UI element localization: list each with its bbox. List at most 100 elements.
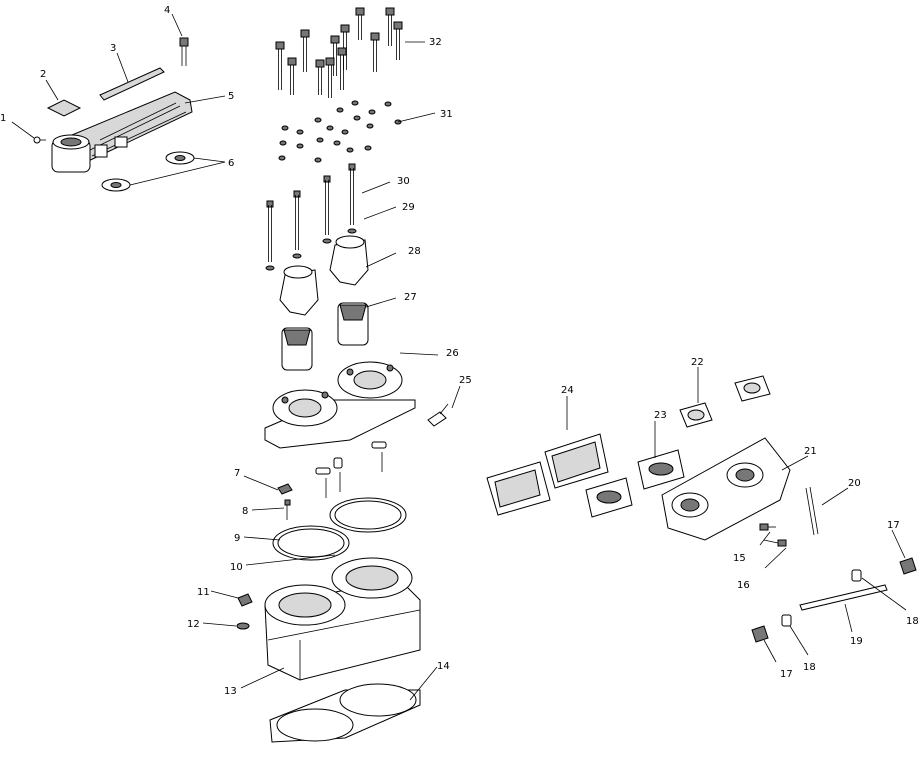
callout-26: 26 <box>446 348 459 359</box>
washer <box>281 125 289 131</box>
leader-lines <box>11 13 907 701</box>
washer <box>336 107 344 113</box>
callout-25: 25 <box>459 375 472 386</box>
washer <box>316 137 324 143</box>
callout-8: 8 <box>242 506 248 517</box>
gasket-strip-part-3 <box>99 67 165 101</box>
callout-18-lower: 18 <box>803 662 816 673</box>
hose-part-19 <box>799 584 888 611</box>
head-bolt <box>337 47 347 90</box>
callout-16: 16 <box>737 580 750 591</box>
bolt-part-16 <box>763 539 787 547</box>
callout-12: 12 <box>187 619 200 630</box>
washer <box>314 117 322 123</box>
flange-gasket-part-6 <box>101 151 195 192</box>
washer <box>296 143 304 149</box>
washer <box>341 129 349 135</box>
callout-32: 32 <box>429 37 442 48</box>
stud <box>347 163 357 234</box>
intake-gasket-part-22 <box>679 375 771 428</box>
valve-housing-part-28 <box>279 235 369 316</box>
cylinder-head-part-26 <box>264 361 416 449</box>
callout-3: 3 <box>110 43 116 54</box>
head-gasket-part-10 <box>272 525 350 561</box>
head-bolt <box>370 32 380 72</box>
washers-part-31 <box>278 100 402 163</box>
callout-28: 28 <box>408 246 421 257</box>
washer <box>384 101 392 107</box>
head-bolt <box>385 7 395 46</box>
intake-spacer-part-23 <box>585 449 685 518</box>
bolt-part-15 <box>759 523 776 531</box>
callout-17-upper: 17 <box>887 520 900 531</box>
callout-10: 10 <box>230 562 243 573</box>
washer <box>296 129 304 135</box>
head-bolt <box>330 35 340 76</box>
head-bolt <box>275 41 285 90</box>
washer <box>278 155 286 161</box>
callout-20: 20 <box>848 478 861 489</box>
stud-part-20 <box>805 486 819 536</box>
callout-2: 2 <box>40 69 46 80</box>
cylinder-block-part-13 <box>264 557 421 681</box>
fitting-part-17 <box>751 557 917 643</box>
washer <box>333 140 341 146</box>
washer <box>364 145 372 151</box>
callout-4: 4 <box>164 5 170 16</box>
head-gasket-part-9 <box>329 497 407 533</box>
head-bolt <box>393 21 403 60</box>
callout-14: 14 <box>437 661 450 672</box>
head-bolt <box>315 59 325 95</box>
callout-21: 21 <box>804 446 817 457</box>
callout-9: 9 <box>234 533 240 544</box>
washer <box>368 109 376 115</box>
intake-manifold-part-21 <box>661 437 791 541</box>
base-gasket-part-14 <box>269 683 421 743</box>
bolt-part-4 <box>179 37 189 66</box>
callout-22: 22 <box>691 357 704 368</box>
callout-labels: 1 2 3 4 5 6 7 8 9 10 11 12 13 14 15 16 1… <box>0 5 919 697</box>
temperature-sensor-part-25 <box>427 403 449 427</box>
exhaust-manifold-part <box>51 91 193 173</box>
callout-6: 6 <box>228 158 234 169</box>
callout-15: 15 <box>733 553 746 564</box>
head-bolt <box>287 57 297 95</box>
nut-part-11 <box>237 593 253 607</box>
callout-29: 29 <box>402 202 415 213</box>
head-bolt <box>300 29 310 72</box>
callout-7: 7 <box>234 468 240 479</box>
bolt-part-8 <box>284 499 291 520</box>
callout-18-upper: 18 <box>906 616 919 627</box>
head-bolt <box>355 7 365 40</box>
callout-13: 13 <box>224 686 237 697</box>
valve-body-part-27 <box>281 302 369 371</box>
washer <box>279 140 287 146</box>
callout-30: 30 <box>397 176 410 187</box>
callout-19: 19 <box>850 636 863 647</box>
screw-part-1 <box>33 136 46 144</box>
stud <box>322 175 332 244</box>
callout-17-lower: 17 <box>780 669 793 680</box>
head-bolts-part-32 <box>275 7 403 98</box>
nut-part-7 <box>277 483 293 495</box>
reed-valve-part-24 <box>486 433 609 516</box>
washer <box>351 100 359 106</box>
decal-part-2 <box>46 99 82 117</box>
callout-11: 11 <box>197 587 210 598</box>
callout-1: 1 <box>0 113 6 124</box>
studs-part-30 <box>265 163 357 271</box>
washer <box>326 125 334 131</box>
clamp-part-18 <box>781 569 862 627</box>
stud <box>265 200 275 271</box>
washer <box>346 147 354 153</box>
callout-5: 5 <box>228 91 234 102</box>
washer <box>366 123 374 129</box>
callout-31: 31 <box>440 109 453 120</box>
washer-part-12 <box>236 622 250 630</box>
stud <box>292 190 302 259</box>
callout-23: 23 <box>654 410 667 421</box>
clips-hardware <box>315 441 387 498</box>
callout-24: 24 <box>561 385 574 396</box>
